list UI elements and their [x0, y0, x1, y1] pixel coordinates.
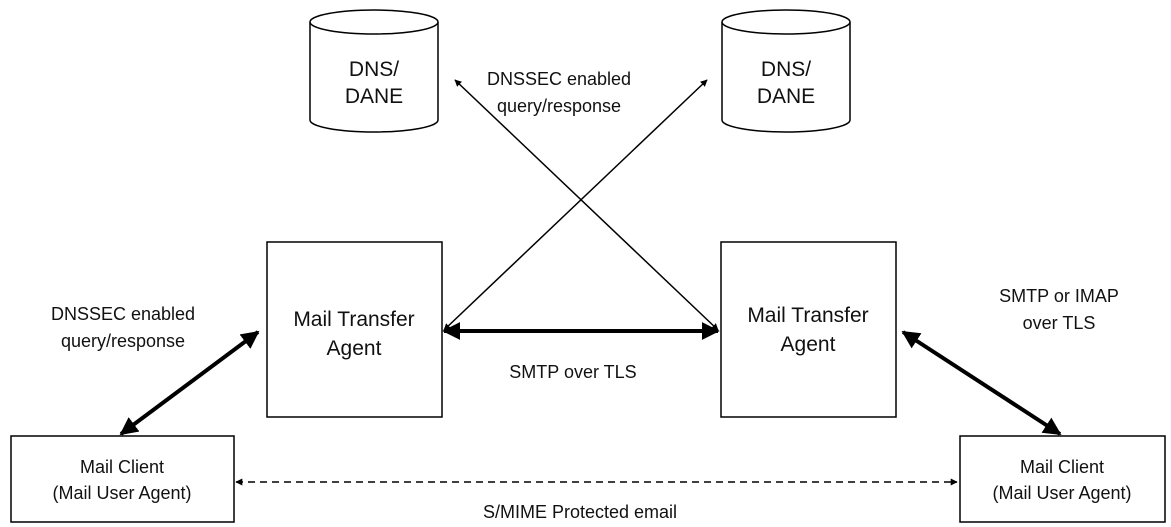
label-dnssec-top-line2: query/response — [497, 96, 621, 116]
label-dnssec-left-line1: DNSSEC enabled — [51, 304, 195, 324]
mta-right-label-line2: Agent — [781, 333, 836, 356]
client-right-label-line1: Mail Client — [1020, 457, 1104, 477]
arrow-dns-left-to-mta-right — [454, 79, 719, 331]
arrow-client-left-to-mta-left — [119, 330, 260, 436]
label-smtp-imap-line2: over TLS — [1023, 313, 1096, 333]
dns-right-label-line1: DNS/ — [761, 58, 811, 81]
arrow-dns-right-to-mta-left — [443, 79, 708, 331]
mta-left-label-line1: Mail Transfer — [293, 308, 414, 331]
client-left-label-line1: Mail Client — [80, 457, 164, 477]
dns-left-label-line1: DNS/ — [349, 58, 399, 81]
arrow-mta-right-to-client-right — [901, 330, 1062, 436]
label-dnssec-left-line2: query/response — [61, 331, 185, 351]
mta-left-label-line2: Agent — [327, 337, 382, 360]
client-right-label-line2: (Mail User Agent) — [992, 483, 1131, 503]
dns-dane-left-cylinder: DNS/ DANE — [309, 9, 439, 133]
mta-right-label-line1: Mail Transfer — [747, 304, 868, 327]
mta-right-box: Mail Transfer Agent — [720, 241, 897, 418]
label-smtp-imap-line1: SMTP or IMAP — [999, 286, 1119, 306]
label-dnssec-top-line1: DNSSEC enabled — [487, 69, 631, 89]
mta-left-box: Mail Transfer Agent — [266, 241, 443, 418]
dns-dane-right-cylinder: DNS/ DANE — [721, 9, 851, 133]
mail-client-left-box: Mail Client (Mail User Agent) — [10, 435, 235, 523]
dns-right-label-line2: DANE — [757, 85, 815, 108]
client-left-label-line2: (Mail User Agent) — [52, 483, 191, 503]
mail-client-right-box: Mail Client (Mail User Agent) — [959, 435, 1166, 523]
dns-left-label-line2: DANE — [345, 85, 403, 108]
label-smtp-over-tls: SMTP over TLS — [509, 362, 636, 382]
label-smime-protected-email: S/MIME Protected email — [483, 502, 677, 522]
